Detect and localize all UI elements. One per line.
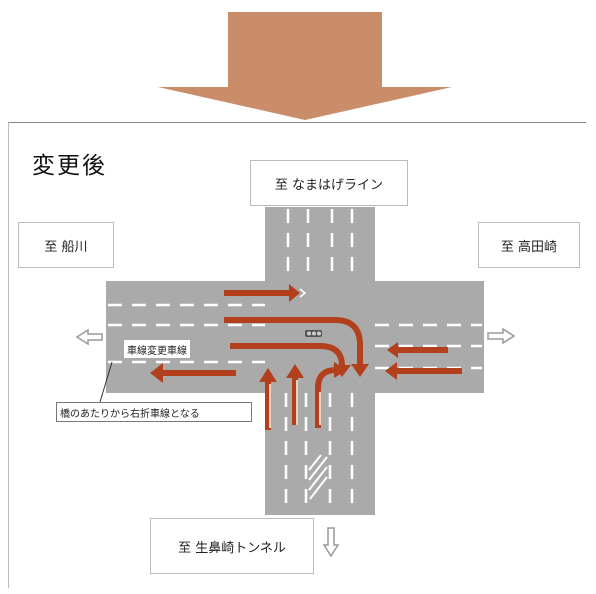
traffic-arrows xyxy=(162,290,462,430)
traffic-arrowheads xyxy=(150,284,398,383)
bridge-note: 橋のあたりから右折車線となる xyxy=(56,402,252,422)
eastbound-right-turn-arrow-2 xyxy=(230,343,345,367)
right-outline-arrow-icon xyxy=(487,327,516,345)
page-title: 変更後 xyxy=(32,153,107,179)
left-outline-arrow-icon xyxy=(75,328,103,346)
eastbound-right-turn-arrow xyxy=(224,317,363,365)
destination-west: 至 船川 xyxy=(18,222,114,268)
note-leader-line xyxy=(99,361,113,403)
northbound-right-turn-arrow xyxy=(315,367,337,428)
lane-direction-arrows xyxy=(269,288,321,428)
north-south-lane-markings xyxy=(284,209,354,512)
diagram-frame xyxy=(8,122,586,588)
destination-south: 至 生鼻崎トンネル xyxy=(150,518,314,574)
down-arrow-icon xyxy=(158,12,452,120)
lane-change-label: 車線変更車線 xyxy=(124,340,190,358)
down-outline-arrow-icon xyxy=(322,527,340,558)
destination-east: 至 高田崎 xyxy=(478,222,580,268)
hatched-zone xyxy=(308,454,328,500)
traffic-signal-icon xyxy=(305,330,322,337)
destination-north: 至 なまはげライン xyxy=(250,160,408,206)
